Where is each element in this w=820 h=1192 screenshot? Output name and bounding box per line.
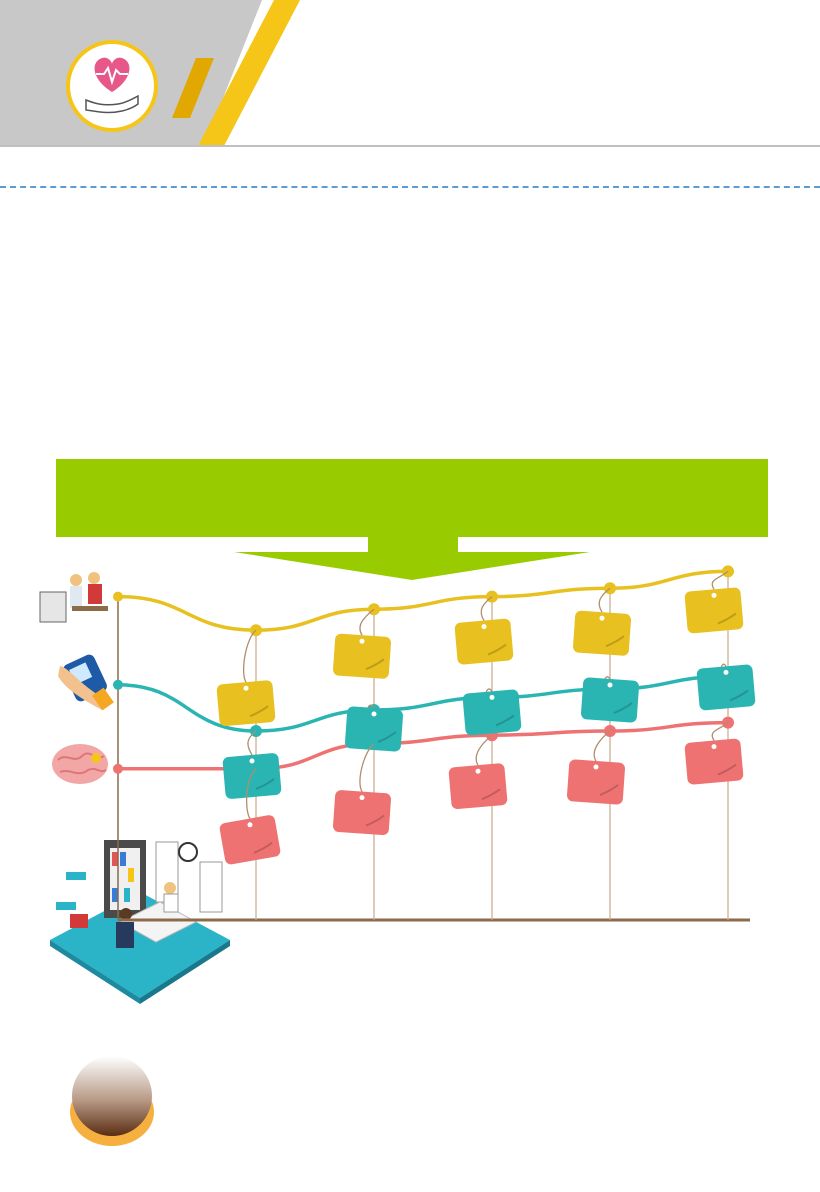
tag-hole [249, 758, 255, 764]
series-line [116, 569, 730, 632]
tag-hole [607, 682, 613, 688]
header-ribbon-fold [172, 58, 214, 118]
tag-body [696, 664, 756, 711]
tag-string [242, 629, 257, 683]
data-point [113, 679, 123, 690]
data-tag [684, 570, 744, 634]
tag-body [581, 677, 639, 723]
tag-hole [371, 711, 377, 717]
data-tag [219, 768, 281, 865]
tag-hole [247, 822, 253, 828]
tag-curl [377, 731, 397, 743]
tag-curl [249, 705, 269, 718]
tag-hole [599, 615, 605, 621]
tag-body [345, 706, 403, 752]
data-tag [333, 608, 391, 679]
tag-body [333, 633, 391, 679]
brain-icon [52, 744, 108, 784]
gradient-circle-badge-icon [70, 1056, 154, 1146]
tag-string [711, 570, 729, 590]
tag-body [333, 790, 391, 836]
tag-body [567, 759, 625, 805]
tag-hole [243, 685, 249, 691]
series-line [116, 720, 730, 771]
tag-body [454, 618, 514, 665]
tag-curl [605, 635, 625, 648]
tag-body [573, 610, 631, 656]
tag-curl [495, 714, 515, 727]
tag-curl [481, 788, 501, 801]
tag-curl [255, 778, 275, 790]
tag-string [593, 730, 611, 762]
data-tag [222, 730, 282, 799]
tag-curl [365, 658, 385, 671]
tag-string [359, 743, 375, 792]
tag-body [684, 587, 744, 634]
tag-hole [711, 592, 717, 598]
doctor-patient-consultation-icon [39, 572, 108, 623]
tag-body [684, 738, 744, 785]
tag-curl [717, 612, 737, 625]
tag-curl [599, 784, 619, 796]
tag-hole [593, 764, 599, 770]
tag-curl [729, 689, 749, 702]
data-tag [581, 676, 639, 723]
data-point [113, 763, 123, 774]
tag-curl [487, 643, 507, 656]
tag-body [216, 680, 276, 727]
data-tag [345, 704, 403, 752]
tag-hole [481, 624, 487, 630]
data-tag [462, 688, 522, 736]
tag-curl [613, 702, 633, 714]
tag-hole [711, 744, 717, 750]
tag-string [475, 734, 493, 766]
data-tag [454, 596, 514, 665]
doctor-office-isometric-icon [50, 840, 230, 1004]
tag-body [222, 753, 282, 799]
tag-string [711, 722, 729, 741]
header-band [0, 0, 820, 147]
data-tag [696, 663, 756, 711]
data-tag [216, 629, 276, 727]
tag-string [247, 730, 257, 756]
tag-body [462, 689, 522, 736]
tag-hole [489, 694, 495, 700]
data-tag [567, 730, 625, 805]
data-point [113, 591, 123, 602]
tag-body [448, 763, 508, 810]
tag-string [359, 608, 375, 636]
data-tag [573, 587, 631, 656]
heart-in-hand-icon [66, 40, 158, 132]
data-tag [448, 734, 508, 810]
tag-curl [717, 763, 737, 776]
tag-string [598, 587, 611, 613]
tag-hole [359, 638, 365, 644]
series-group [113, 565, 734, 775]
tag-string [245, 768, 257, 820]
dashed-divider [0, 186, 820, 188]
data-tag [684, 722, 744, 785]
data-tag [333, 743, 391, 836]
tag-curl [365, 814, 385, 827]
tag-hole [475, 768, 481, 774]
green-banner [56, 459, 768, 537]
tag-group [216, 570, 756, 865]
tag-curl [253, 841, 273, 854]
tag-body [219, 815, 281, 865]
tag-hole [359, 795, 365, 801]
tag-hole [723, 669, 729, 675]
glucose-meter-icon [58, 654, 114, 711]
tag-string [480, 596, 493, 621]
header-ribbon [198, 0, 300, 146]
down-arrow-icon [234, 537, 590, 580]
